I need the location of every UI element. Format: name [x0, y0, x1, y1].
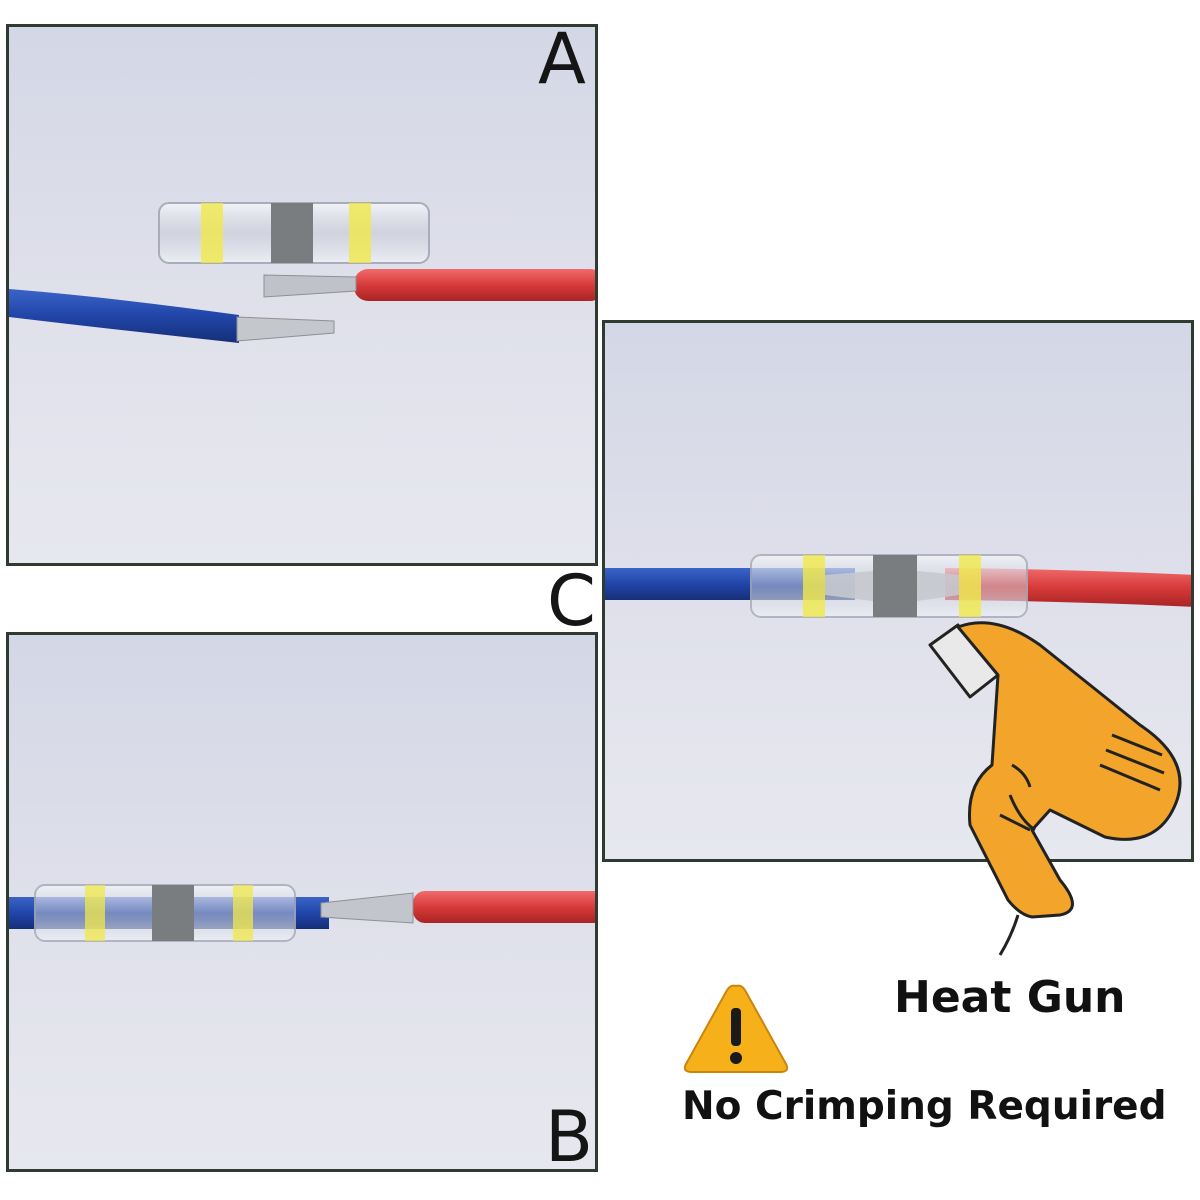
solder-sleeve — [34, 884, 296, 942]
red-wire — [263, 269, 595, 301]
panel-c-scene — [605, 554, 1191, 618]
panel-b-photo — [6, 632, 598, 1172]
heat-gun-caption: Heat Gun — [894, 972, 1126, 1023]
blue-wire — [9, 289, 335, 343]
warning-icon — [683, 984, 789, 1073]
panel-c-label: C — [547, 560, 596, 642]
solder-sleeve — [158, 202, 430, 264]
panel-b-label: B — [545, 1096, 594, 1178]
red-wire — [320, 891, 595, 924]
panel-b-scene — [9, 884, 595, 942]
panel-a-photo — [6, 24, 598, 566]
no-crimping-caption: No Crimping Required — [682, 1084, 1167, 1129]
solder-sleeve — [750, 554, 1028, 618]
panel-a-scene — [9, 202, 595, 343]
heat-gun-icon — [928, 621, 1182, 956]
panel-a-label: A — [538, 18, 586, 100]
